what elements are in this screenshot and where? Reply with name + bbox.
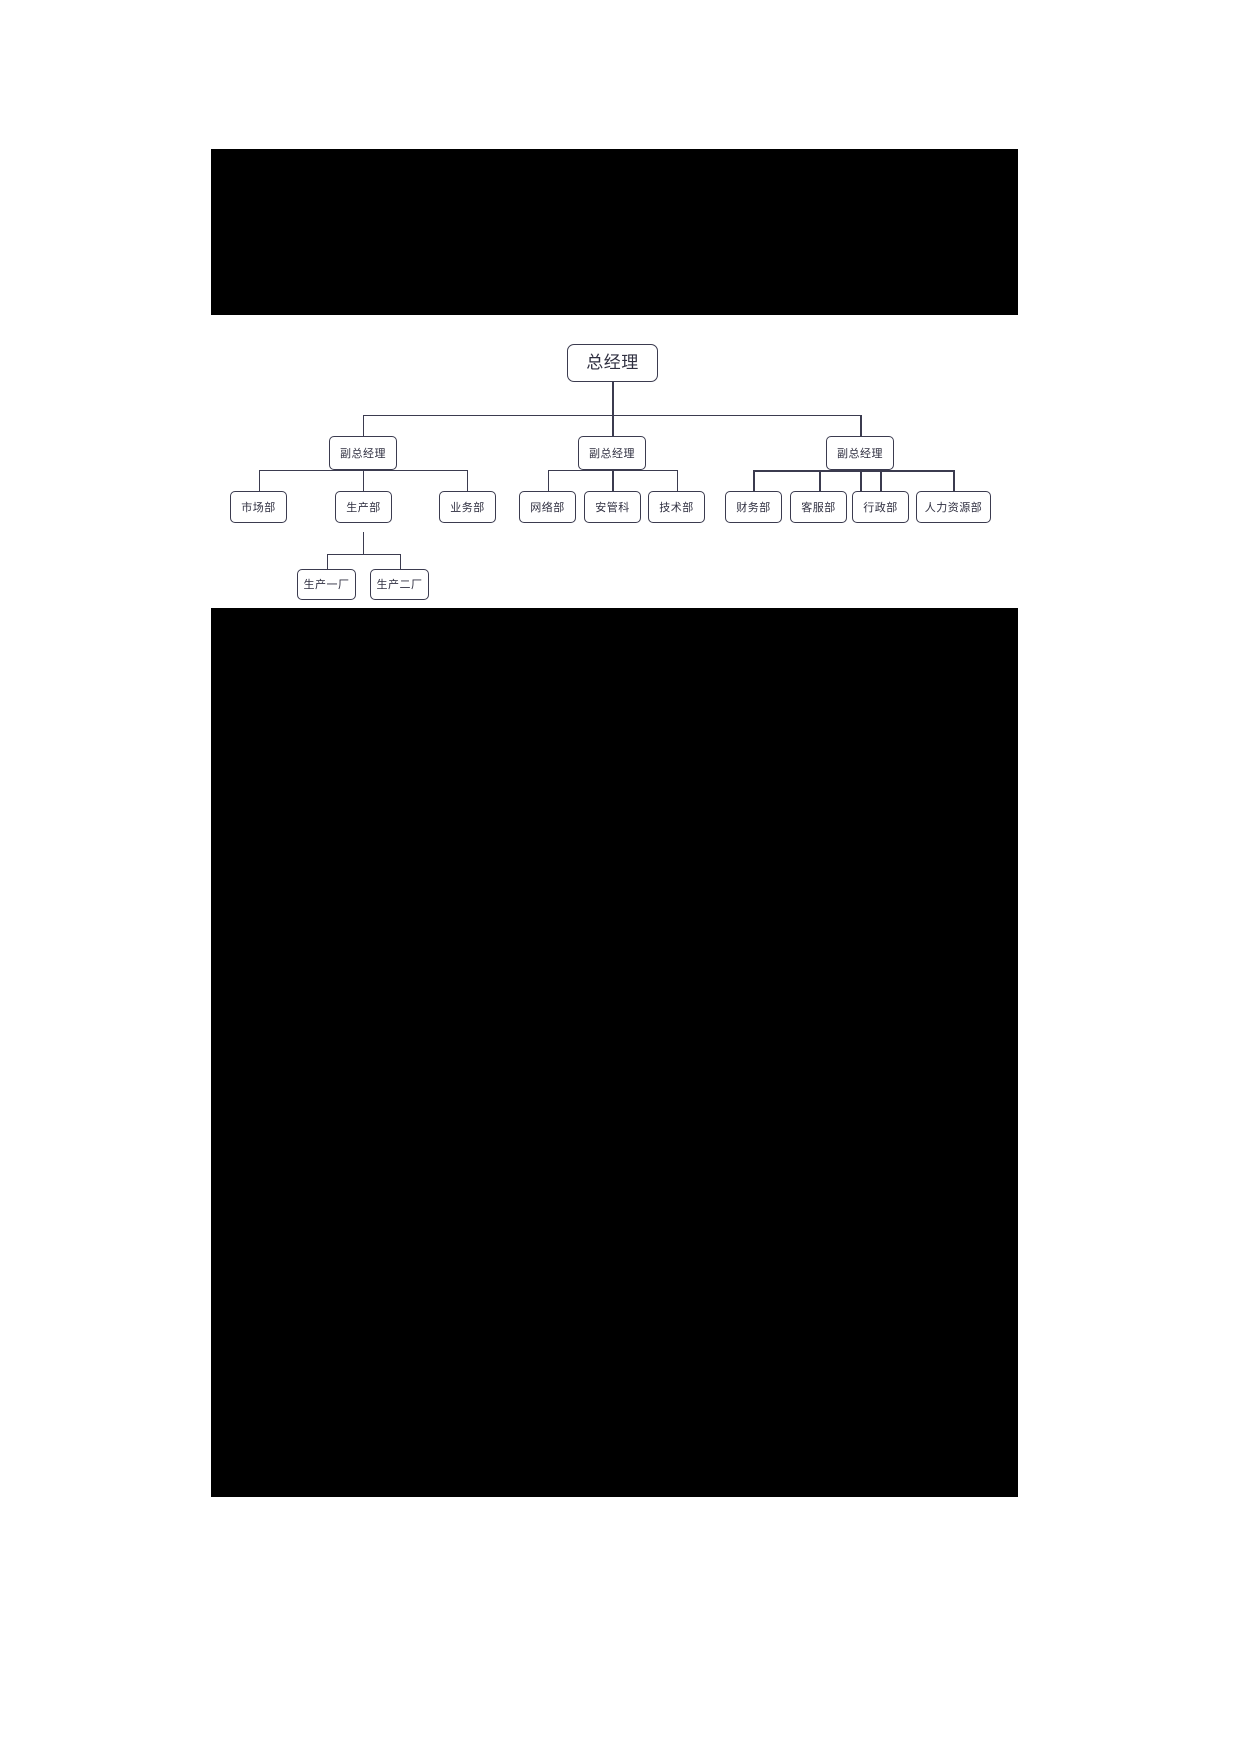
connector-vp-mid-drop xyxy=(612,415,614,437)
connector-network-drop xyxy=(548,470,550,492)
connector-safety-drop xyxy=(612,470,614,492)
org-node-label: 业务部 xyxy=(450,500,485,514)
org-node-vice-manager-left[interactable]: 副总经理 xyxy=(329,436,397,470)
org-node-label: 技术部 xyxy=(659,500,694,514)
connector-production-stem xyxy=(363,532,365,555)
org-node-label: 财务部 xyxy=(736,500,771,514)
org-node-label: 客服部 xyxy=(801,500,836,514)
org-chart-canvas: 总经理 副总经理 副总经理 副总经理 市场部 生产部 业务部 网络部 安管科 技… xyxy=(211,315,1018,608)
connector-vp-left-drop xyxy=(363,415,365,437)
connector-plants-bus xyxy=(326,554,400,556)
org-node-label: 总经理 xyxy=(586,352,639,373)
connector-production-drop xyxy=(363,470,365,492)
org-node-label: 生产部 xyxy=(346,500,381,514)
org-node-customer-service-department[interactable]: 客服部 xyxy=(790,491,847,523)
org-node-vice-manager-mid[interactable]: 副总经理 xyxy=(578,436,646,470)
org-node-business-department[interactable]: 业务部 xyxy=(439,491,496,523)
org-node-label: 行政部 xyxy=(863,500,898,514)
org-node-vice-manager-right[interactable]: 副总经理 xyxy=(826,436,894,470)
org-node-production-plant-one[interactable]: 生产一厂 xyxy=(297,569,356,600)
org-node-label: 副总经理 xyxy=(340,446,386,460)
connector-root-stem xyxy=(612,381,614,416)
connector-market-drop xyxy=(258,470,260,492)
org-node-safety-department[interactable]: 安管科 xyxy=(584,491,641,523)
org-node-administration-department[interactable]: 行政部 xyxy=(852,491,909,523)
connector-business-drop xyxy=(467,470,469,492)
org-node-label: 网络部 xyxy=(530,500,565,514)
connector-level1-bus xyxy=(363,415,861,417)
org-node-label: 安管科 xyxy=(595,500,630,514)
org-node-label: 生产一厂 xyxy=(303,578,350,591)
org-node-production-plant-two[interactable]: 生产二厂 xyxy=(370,569,429,600)
org-node-production-department[interactable]: 生产部 xyxy=(335,491,392,523)
org-chart-band: 总经理 副总经理 副总经理 副总经理 市场部 生产部 业务部 网络部 安管科 技… xyxy=(211,315,1018,608)
org-node-network-department[interactable]: 网络部 xyxy=(519,491,576,523)
connector-vp-right-stem xyxy=(859,469,862,492)
connector-right-group-bus xyxy=(753,470,955,473)
connector-admin-drop xyxy=(880,470,883,492)
org-node-label: 生产二厂 xyxy=(376,578,423,591)
org-node-general-manager[interactable]: 总经理 xyxy=(567,344,658,382)
org-node-market-department[interactable]: 市场部 xyxy=(230,491,287,523)
connector-finance-drop xyxy=(753,470,756,492)
org-node-label: 人力资源部 xyxy=(924,500,983,514)
connector-vp-right-drop xyxy=(859,415,862,437)
connector-plant-two-drop xyxy=(399,554,401,570)
org-node-finance-department[interactable]: 财务部 xyxy=(725,491,782,523)
connector-mid-group-bus xyxy=(548,470,677,472)
connector-hr-drop xyxy=(953,470,956,492)
org-node-human-resources-department[interactable]: 人力资源部 xyxy=(916,491,991,523)
org-node-technical-department[interactable]: 技术部 xyxy=(648,491,705,523)
org-node-label: 市场部 xyxy=(241,500,276,514)
org-node-label: 副总经理 xyxy=(837,446,883,460)
org-node-label: 副总经理 xyxy=(589,446,635,460)
connector-service-drop xyxy=(818,470,821,492)
connector-technical-drop xyxy=(676,470,678,492)
connector-plant-one-drop xyxy=(326,554,328,570)
